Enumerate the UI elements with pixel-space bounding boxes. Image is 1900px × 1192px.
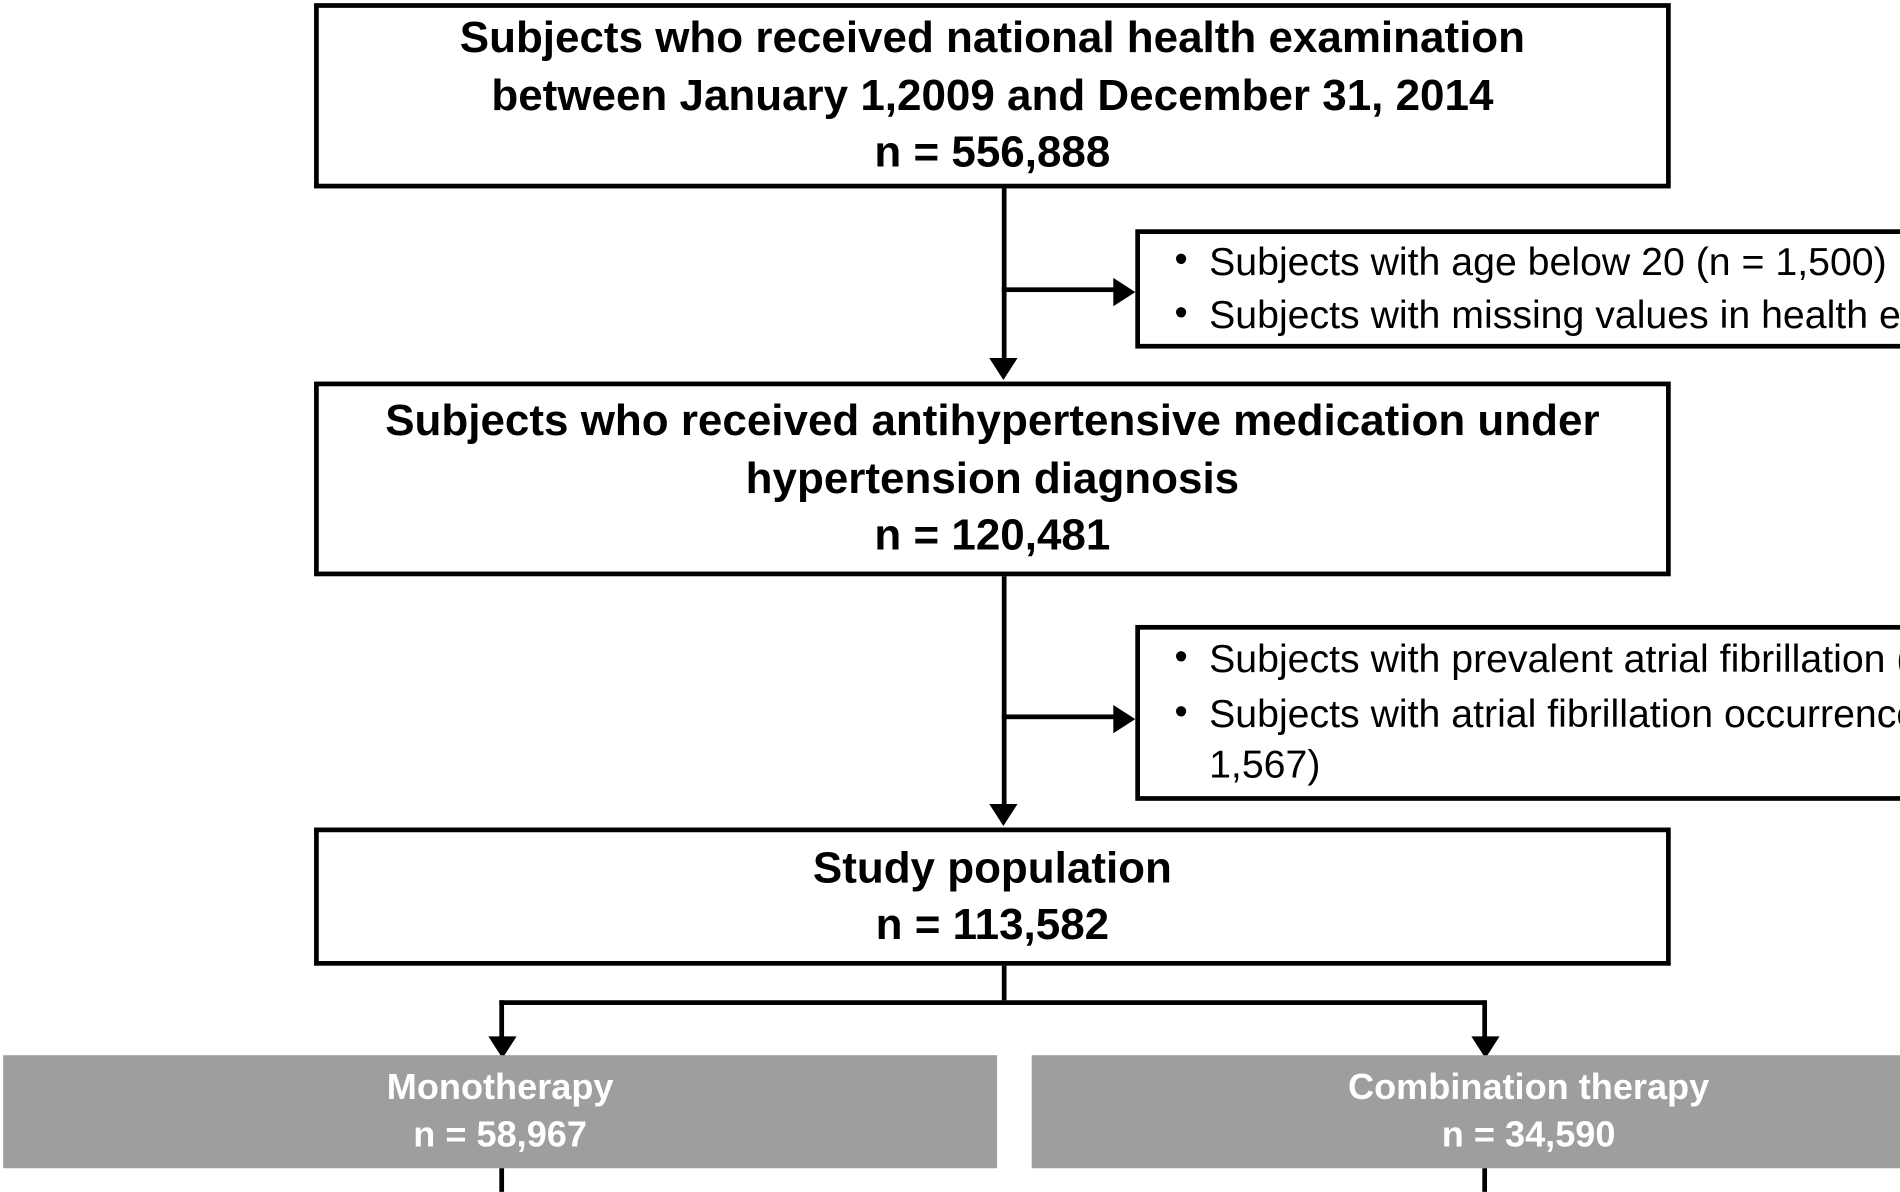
node-screened-n: n = 556,888: [874, 127, 1111, 177]
node-exclusion1: Subjects with age below 20 (n = 1,500) S…: [1135, 229, 1900, 349]
connector-study-down-stem: [1001, 965, 1007, 1001]
node-antihypertensive-line1: Subjects who received antihypertensive m…: [385, 396, 1600, 446]
monotherapy-label: Monotherapy: [386, 1066, 614, 1108]
connector-to-monotherapy: [499, 1000, 505, 1045]
node-study-population-label: Study population: [812, 842, 1172, 892]
node-screened: Subjects who received national health ex…: [314, 3, 1671, 189]
arrowhead-to-monotherapy: [488, 1036, 517, 1059]
node-study-population: Study population n = 113,582: [314, 827, 1671, 966]
exclusion1-item: Subjects with age below 20 (n = 1,500): [1175, 235, 1900, 287]
monotherapy-n: n = 58,967: [413, 1113, 587, 1155]
combination-n: n = 34,590: [1441, 1113, 1616, 1155]
node-antihypertensive-n: n = 120,481: [874, 510, 1111, 560]
node-screened-line1: Subjects who received national health ex…: [459, 13, 1526, 62]
exclusion1-item: Subjects with missing values in health e…: [1175, 289, 1900, 341]
arrowhead-to-exclusion2: [1113, 705, 1136, 734]
connector-screened-down: [1001, 188, 1007, 359]
arrowhead-to-study-population: [989, 803, 1018, 826]
node-study-population-n: n = 113,582: [875, 899, 1110, 949]
connector-to-combination: [1482, 1000, 1488, 1045]
arrowhead-to-exclusion1: [1113, 277, 1136, 307]
combination-label: Combination therapy: [1348, 1066, 1710, 1108]
node-antihypertensive-line2: hypertension diagnosis: [745, 453, 1240, 503]
connector-mono-stem: [499, 1168, 505, 1192]
arrowhead-to-antihypertensive: [989, 358, 1018, 380]
node-monotherapy: Monotherapy n = 58,967: [3, 1055, 998, 1169]
arrowhead-to-combination: [1471, 1036, 1500, 1059]
exclusion2-item: Subjects with prevalent atrial fibrillat…: [1175, 633, 1900, 686]
exclusion2-item: Subjects with atrial fibrillation occurr…: [1175, 687, 1900, 791]
connector-combo-stem: [1482, 1168, 1488, 1192]
connector-exclusion1-horizontal: [1001, 287, 1122, 293]
connector-exclusion2-horizontal: [1001, 714, 1122, 720]
node-screened-line2: between January 1,2009 and December 31, …: [491, 70, 1494, 120]
node-antihypertensive: Subjects who received antihypertensive m…: [314, 381, 1671, 577]
connector-antihypertensive-down: [1001, 576, 1007, 804]
node-combination-therapy: Combination therapy n = 34,590: [1031, 1055, 1900, 1169]
connector-therapy-split: [499, 1000, 1486, 1005]
node-exclusion2: Subjects with prevalent atrial fibrillat…: [1135, 624, 1900, 801]
